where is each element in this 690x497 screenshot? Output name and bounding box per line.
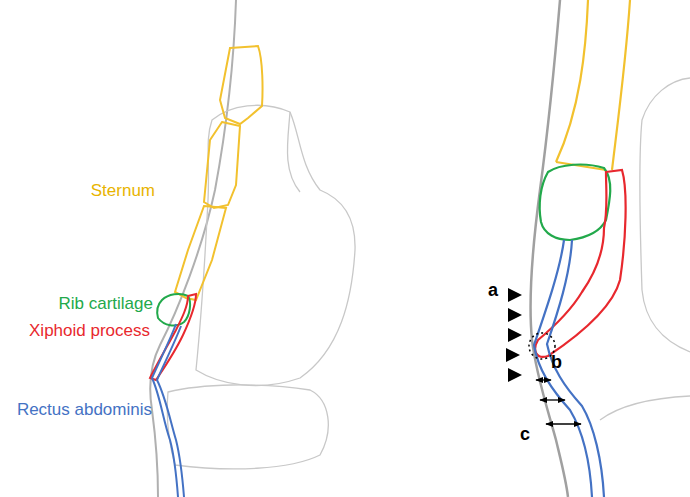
arrowheads <box>506 288 522 382</box>
part-label: Rectus abdominis <box>17 400 152 420</box>
heart-outline <box>287 112 300 192</box>
sternum-outline <box>220 46 263 124</box>
sternum-outline <box>175 206 226 300</box>
rib-cartilage-outline <box>540 165 611 240</box>
sternum-outline <box>556 0 588 162</box>
part-label: Rib cartilage <box>59 294 154 314</box>
sternum-outline <box>204 122 240 208</box>
body-outline <box>150 0 236 497</box>
heart-outline <box>196 105 355 385</box>
xiphoid-outline <box>535 170 625 357</box>
thickness-arrows <box>536 380 581 424</box>
organ-outline <box>600 396 690 420</box>
part-label: Sternum <box>91 181 155 201</box>
sternum-outline <box>612 0 630 170</box>
organ-outline <box>167 385 328 469</box>
callout-letter: c <box>520 424 530 444</box>
part-label: Xiphoid process <box>29 321 150 341</box>
callout-letter: a <box>488 280 498 300</box>
heart-outline <box>640 78 690 352</box>
rectus-abdominis-outline <box>152 324 178 497</box>
rectus-abdominis-outline <box>547 240 604 497</box>
rectus-abdominis-outline <box>534 240 592 497</box>
rectus-abdominis-outline <box>157 326 184 497</box>
callout-letter: b <box>551 352 562 372</box>
